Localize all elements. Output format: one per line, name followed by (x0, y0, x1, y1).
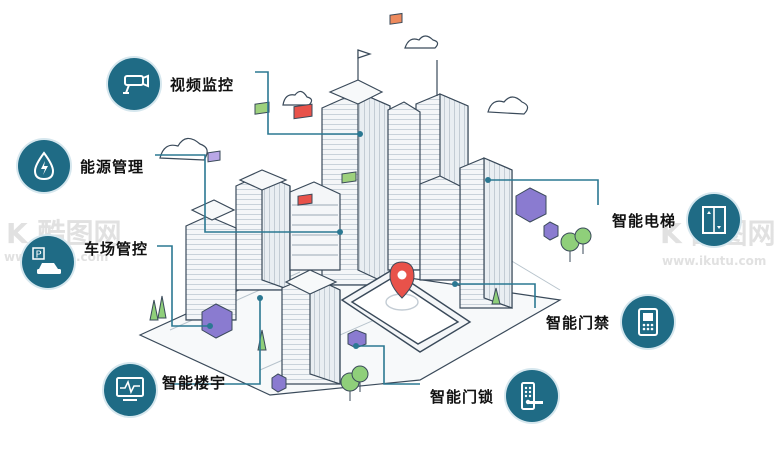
device-cubes (201, 187, 559, 393)
node-smart-elevator[interactable]: 智能电梯 (612, 194, 741, 246)
node-video-surveillance[interactable]: 视频监控 (108, 58, 234, 110)
smartphone (340, 269, 472, 353)
tower-front (281, 269, 341, 385)
label-smart-building: 智能楼宇 (162, 374, 227, 392)
connector-dots (207, 131, 491, 349)
node-parking-control[interactable]: P 车场管控 (22, 236, 147, 288)
tower-striped (289, 181, 341, 271)
node-smart-building[interactable]: 智能楼宇 (104, 364, 225, 416)
building-monitor-icon (104, 364, 156, 416)
connector-lines (155, 71, 599, 385)
tower-left-mid (235, 169, 291, 291)
energy-drop-icon (18, 140, 70, 192)
node-access-control[interactable]: 智能门禁 (546, 296, 675, 348)
label-access-control: 智能门禁 (546, 313, 611, 332)
label-smart-lock: 智能门锁 (430, 387, 495, 406)
node-smart-lock[interactable]: 智能门锁 (430, 370, 559, 422)
svg-text:P: P (36, 250, 42, 261)
tower-far-left (185, 199, 237, 321)
access-card-icon (622, 296, 675, 348)
node-energy-management[interactable]: 能源管理 (18, 140, 144, 192)
cctv-camera-icon (108, 58, 160, 110)
parking-car-icon: P (22, 236, 74, 288)
label-energy-management: 能源管理 (80, 157, 145, 176)
door-lock-icon (506, 370, 559, 422)
label-video-surveillance: 视频监控 (170, 75, 235, 94)
sensor-markers (207, 12, 403, 206)
label-parking-control: 车场管控 (84, 240, 149, 258)
location-pin (389, 261, 415, 299)
elevator-icon (688, 194, 741, 246)
label-smart-elevator: 智能电梯 (612, 211, 677, 230)
tower-mid (387, 101, 421, 271)
tower-right-front (419, 157, 513, 309)
